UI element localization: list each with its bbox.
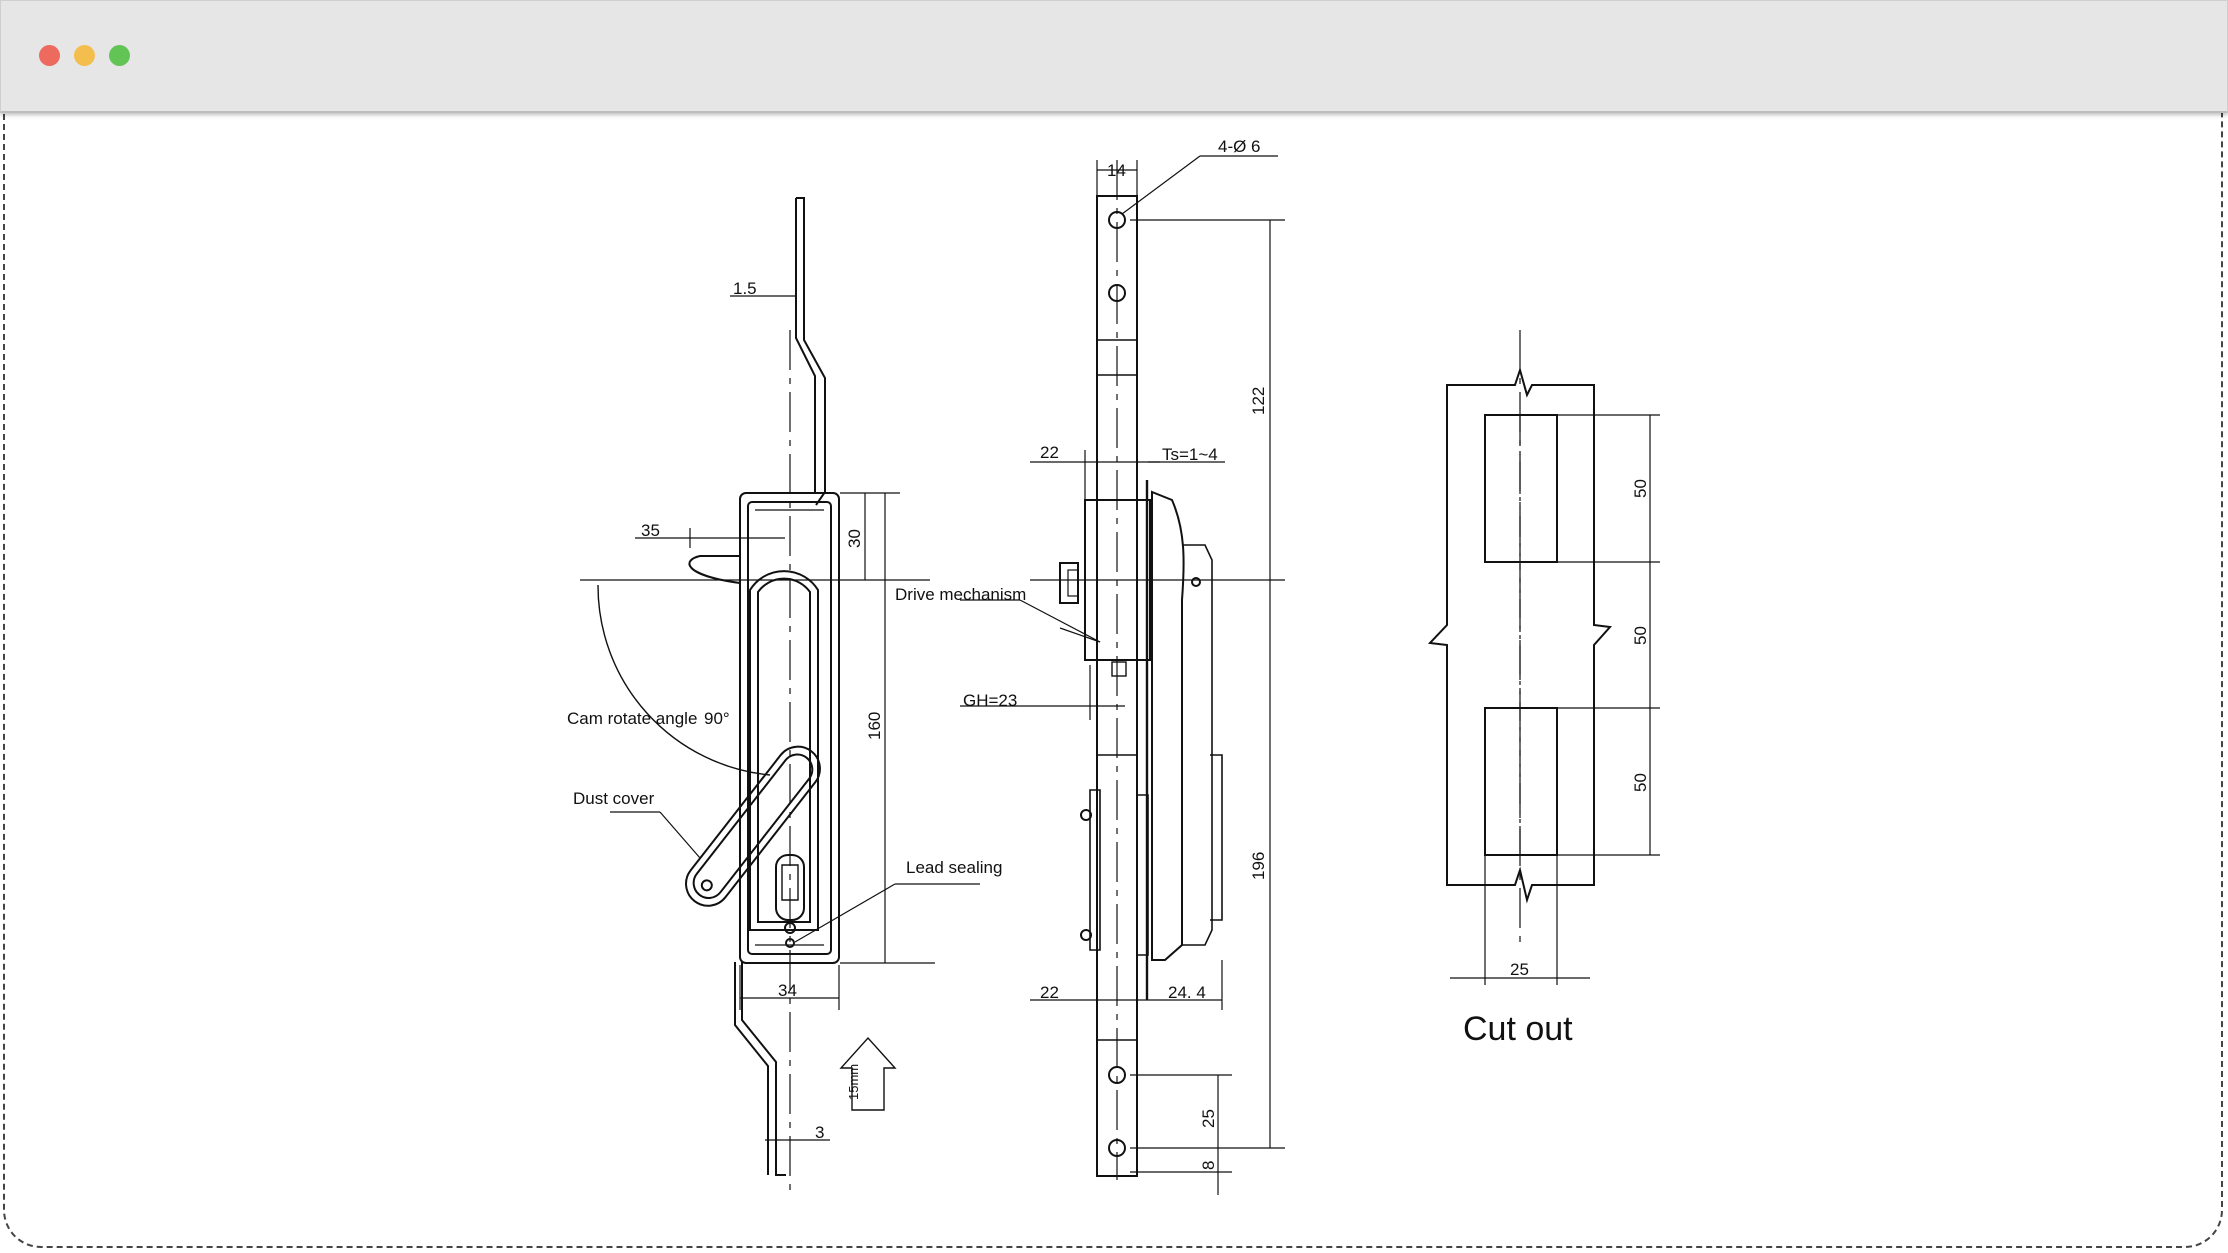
dim-side-24-4: 24. 4 <box>1168 983 1206 1002</box>
dim-side-upper-22: 22 <box>1040 443 1059 462</box>
side-view <box>960 155 1285 1195</box>
dim-cut-50-b: 50 <box>1631 626 1650 645</box>
front-view <box>580 197 980 1195</box>
label-cam-angle-value: 90° <box>704 709 730 728</box>
label-gh: GH=23 <box>963 691 1017 710</box>
dim-front-top: 30 <box>845 529 864 548</box>
label-lead-sealing: Lead sealing <box>906 858 1002 877</box>
dim-front-offset: 35 <box>641 521 660 540</box>
maximize-button[interactable] <box>109 45 130 66</box>
dim-front-width: 34 <box>778 981 797 1000</box>
window-titlebar <box>0 0 2228 113</box>
label-dust-cover: Dust cover <box>573 789 655 808</box>
label-arrow-note: 15mm <box>846 1064 861 1100</box>
dim-side-8: 8 <box>1199 1161 1218 1170</box>
minimize-button[interactable] <box>74 45 95 66</box>
label-holes: 4-Ø 6 <box>1218 137 1261 156</box>
close-button[interactable] <box>39 45 60 66</box>
dim-cut-25: 25 <box>1510 960 1529 979</box>
content-frame <box>3 110 2223 1248</box>
label-plate-thickness: Ts=1~4 <box>1162 445 1218 464</box>
dim-side-122: 122 <box>1249 387 1268 415</box>
dim-rod-width: 14 <box>1107 161 1126 180</box>
dim-side-lower-22: 22 <box>1040 983 1059 1002</box>
label-drive-mechanism: Drive mechanism <box>895 585 1026 604</box>
dim-side-25: 25 <box>1199 1109 1218 1128</box>
label-cut-out: Cut out <box>1463 1010 1573 1048</box>
dim-side-196: 196 <box>1249 852 1268 880</box>
dim-cut-50-c: 50 <box>1631 773 1650 792</box>
label-cam-rotate-angle: Cam rotate angle <box>567 709 697 728</box>
dim-front-height: 160 <box>865 712 884 740</box>
dim-front-thickness: 1.5 <box>733 279 757 298</box>
dim-front-bottom: 3 <box>815 1123 824 1142</box>
cut-out-view <box>1427 330 1660 985</box>
dim-cut-50-a: 50 <box>1631 479 1650 498</box>
